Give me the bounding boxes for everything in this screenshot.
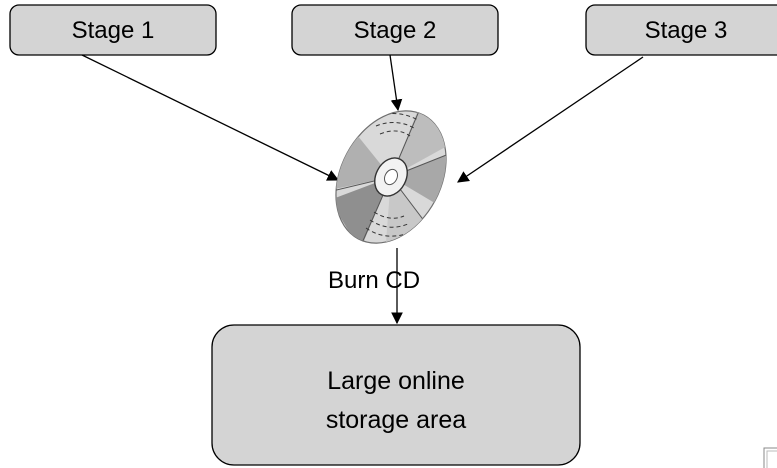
arrow-stage-2-to-cd	[389, 54, 403, 112]
storage-label-line-2: storage area	[326, 406, 466, 434]
corner-frame-fragment	[763, 447, 777, 468]
cd-disc-icon	[327, 103, 460, 255]
arrow-stage-3-to-cd	[457, 56, 644, 183]
stage-3-box: Stage 3	[585, 4, 777, 56]
arrow-stage-1-to-cd	[81, 54, 340, 181]
stage-3-label: Stage 3	[645, 17, 728, 44]
stage-2-label: Stage 2	[354, 17, 437, 44]
burn-cd-label: Burn CD	[328, 267, 420, 294]
stage-1-box: Stage 1	[9, 4, 217, 56]
storage-box: Large online storage area	[211, 324, 581, 466]
burn-cd-text: Burn CD	[328, 267, 420, 294]
stage-2-box: Stage 2	[291, 4, 499, 56]
storage-label-line-1: Large online	[327, 367, 465, 395]
stage-1-label: Stage 1	[72, 17, 155, 44]
